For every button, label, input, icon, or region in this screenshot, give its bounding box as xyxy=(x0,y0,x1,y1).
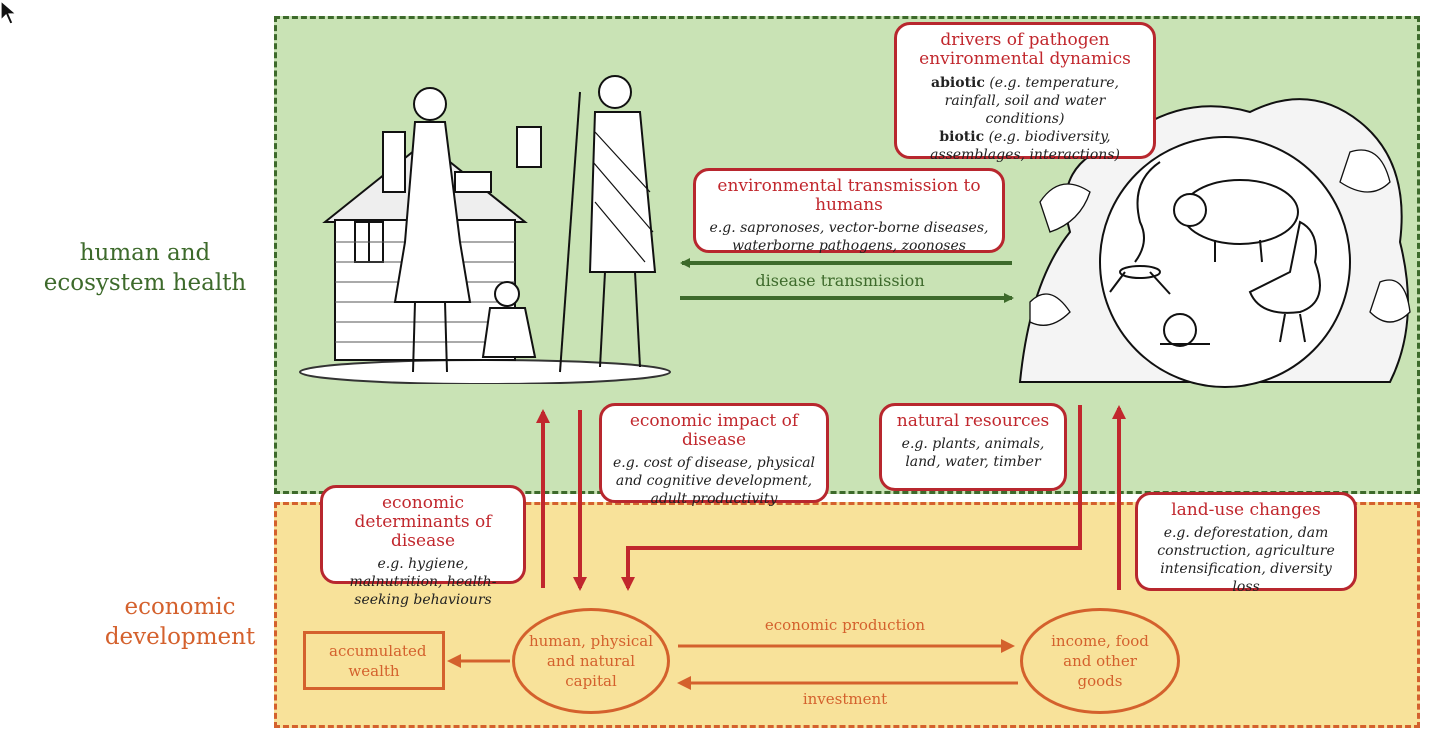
biotic-label: biotic xyxy=(939,129,985,145)
env-transmission-box: environmental transmission to humans e.g… xyxy=(693,168,1005,254)
drivers-details: abiotic (e.g. temperature, rainfall, soi… xyxy=(905,74,1145,164)
capital-node: human, physical and natural capital xyxy=(512,608,670,714)
economic-determinants-box: economic determinants of disease e.g. hy… xyxy=(320,485,526,608)
health-zone-label: human and ecosystem health xyxy=(43,240,247,296)
economic-production-label: economic production xyxy=(764,616,926,634)
land-use-examples: e.g. deforestation, dam construction, ag… xyxy=(1157,525,1335,595)
economic-determinants-examples: e.g. hygiene, malnutrition, health-seeki… xyxy=(349,556,497,608)
economic-impact-title: economic impact of disease xyxy=(629,411,799,450)
accumulated-wealth-label: accumulated wealth xyxy=(329,641,427,680)
capital-label: human, physical and natural capital xyxy=(528,632,654,690)
economic-impact-examples: e.g. cost of disease, physical and cogni… xyxy=(612,455,816,507)
land-use-title: land-use changes xyxy=(1171,500,1321,520)
resources-arrow xyxy=(621,405,1082,591)
natural-resources-examples: e.g. plants, animals, land, water, timbe… xyxy=(901,436,1045,470)
natural-resources-box: natural resources e.g. plants, animals, … xyxy=(879,403,1067,491)
env-transmission-title: environmental transmission to humans xyxy=(717,176,981,215)
mouse-cursor-icon xyxy=(0,0,18,25)
economic-impact-box: economic impact of disease e.g. cost of … xyxy=(599,403,829,507)
income-node: income, food and other goods xyxy=(1020,608,1180,714)
drivers-title: drivers of pathogen environmental dynami… xyxy=(919,30,1131,69)
people-and-house-illustration xyxy=(299,75,671,384)
economic-determinants-title: economic determinants of disease xyxy=(354,493,492,551)
investment-label: investment xyxy=(802,690,888,708)
income-label: income, food and other goods xyxy=(1051,632,1149,690)
economy-zone-label: economic development xyxy=(104,594,256,650)
drivers-box: drivers of pathogen environmental dynami… xyxy=(894,22,1156,163)
ecosystem-animals-illustration xyxy=(1018,98,1411,388)
abiotic-label: abiotic xyxy=(931,75,985,91)
biotic-examples: (e.g. biodiversity, assemblages, interac… xyxy=(930,129,1120,163)
natural-resources-title: natural resources xyxy=(896,411,1050,431)
land-use-box: land-use changes e.g. deforestation, dam… xyxy=(1135,492,1357,595)
accumulated-wealth-node: accumulated wealth xyxy=(303,631,445,690)
abiotic-examples: (e.g. temperature, rainfall, soil and wa… xyxy=(944,75,1119,127)
env-transmission-examples: e.g. sapronoses, vector-borne diseases, … xyxy=(709,220,989,254)
disease-transmission-label: disease transmission xyxy=(755,271,925,290)
